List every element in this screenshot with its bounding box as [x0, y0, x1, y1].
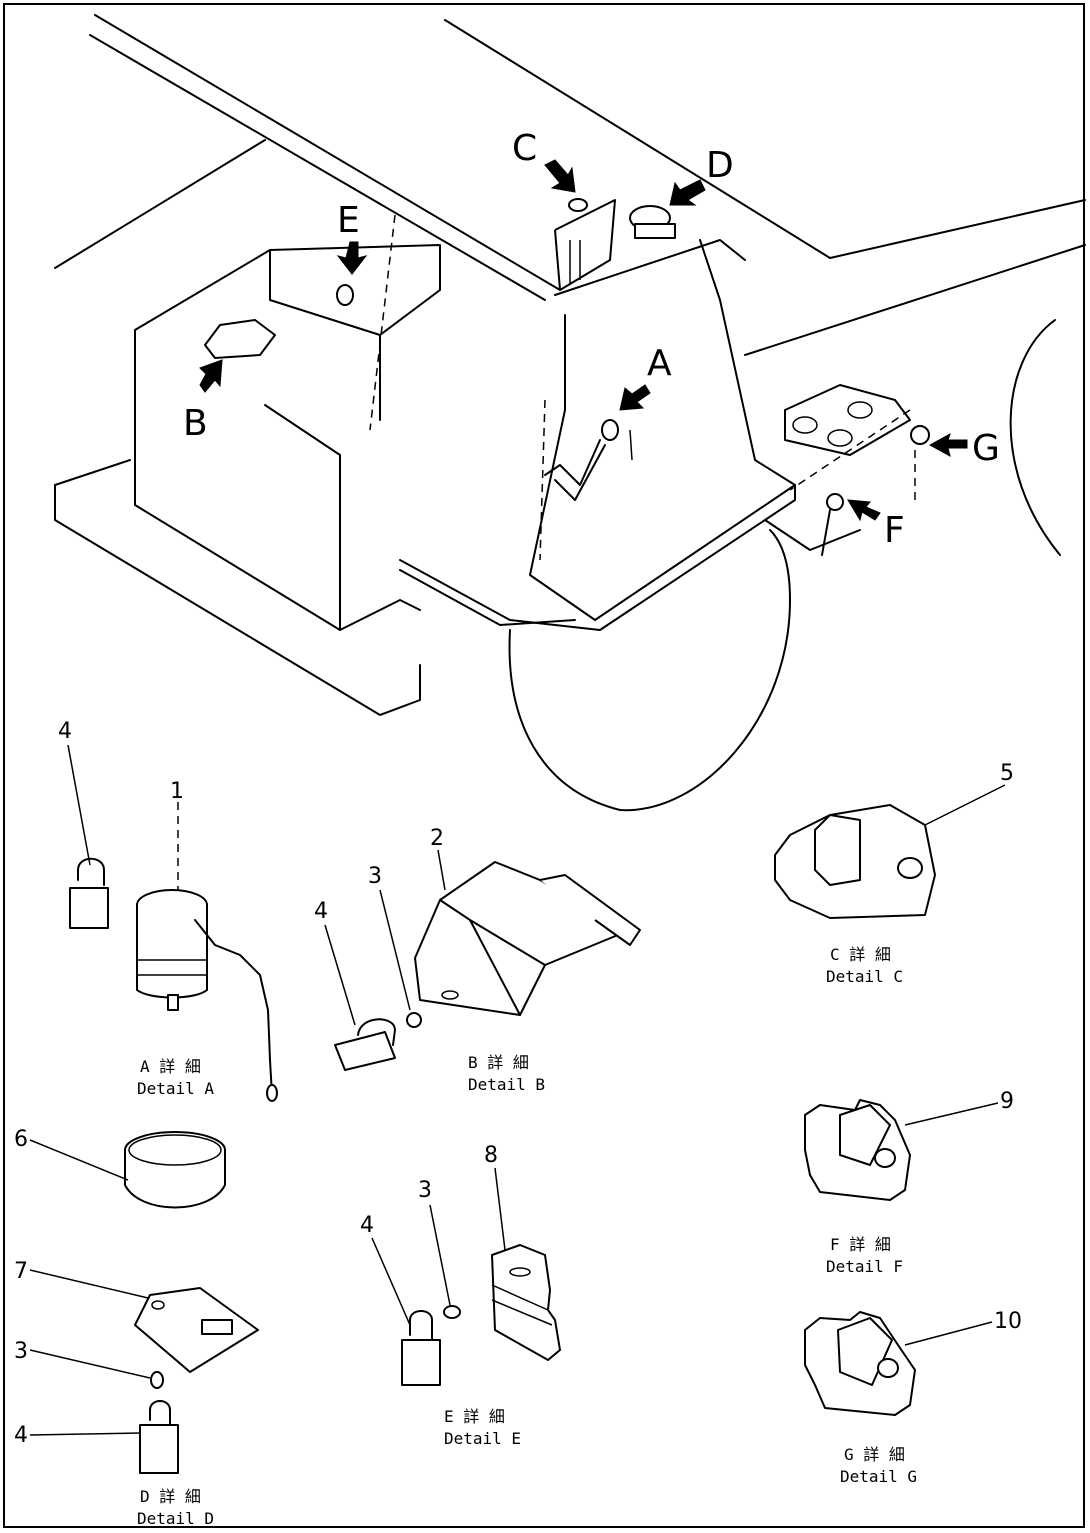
- detail-b-jp: B 詳 細: [468, 1053, 529, 1072]
- detail-f-parts: [804, 1099, 911, 1201]
- view-label-d: D: [706, 145, 734, 186]
- part-number-6: 6: [14, 1127, 28, 1152]
- detail-a-caption: Detail A: [137, 1079, 214, 1098]
- part-number-2: 2: [430, 826, 444, 851]
- part-number-4: 4: [14, 1423, 28, 1448]
- detail-c-jp: C 詳 細: [830, 945, 891, 964]
- detail-b-parts: [334, 861, 641, 1071]
- detail-g-parts: [804, 1311, 916, 1416]
- drawing-frame: [3, 3, 1085, 1528]
- view-label-b: B: [183, 403, 208, 444]
- part-number-1: 1: [170, 779, 184, 804]
- arrow-g: [928, 432, 968, 457]
- detail-c-caption: Detail C: [826, 967, 903, 986]
- view-label-a: A: [647, 343, 672, 384]
- arrow-d: [669, 179, 706, 206]
- arrow-c: [544, 159, 576, 193]
- part-number-8: 8: [484, 1143, 498, 1168]
- detail-g-jp: G 詳 細: [844, 1445, 905, 1464]
- arrow-b: [199, 359, 223, 393]
- detail-b-caption: Detail B: [468, 1075, 545, 1094]
- arrow-f: [847, 499, 881, 522]
- part-number-3: 3: [368, 864, 382, 889]
- part-number-4: 4: [314, 899, 328, 924]
- part-number-5: 5: [1000, 761, 1014, 786]
- part-number-4: 4: [58, 719, 72, 744]
- part-number-10: 10: [994, 1309, 1022, 1334]
- detail-e-jp: E 詳 細: [444, 1407, 505, 1426]
- view-label-f: F: [884, 510, 905, 551]
- detail-e-caption: Detail E: [444, 1429, 521, 1448]
- detail-a-jp: A 詳 細: [140, 1057, 201, 1076]
- view-label-c: C: [512, 128, 537, 169]
- arrow-e: [336, 241, 368, 275]
- part-number-7: 7: [14, 1259, 28, 1284]
- part-number-4: 4: [360, 1213, 374, 1238]
- detail-d-jp: D 詳 細: [140, 1487, 201, 1506]
- part-number-9: 9: [1000, 1089, 1014, 1114]
- detail-d-caption: Detail D: [137, 1509, 214, 1528]
- detail-d-parts: [124, 1131, 259, 1474]
- detail-f-caption: Detail F: [826, 1257, 903, 1276]
- detail-e-parts: [401, 1244, 561, 1386]
- view-label-e: E: [337, 200, 360, 241]
- detail-g-caption: Detail G: [840, 1467, 917, 1486]
- detail-f-jp: F 詳 細: [830, 1235, 891, 1254]
- view-label-g: G: [972, 428, 1000, 469]
- detail-a-parts: [69, 802, 278, 1102]
- part-number-3: 3: [418, 1178, 432, 1203]
- part-number-3: 3: [14, 1339, 28, 1364]
- arrow-a: [619, 384, 651, 411]
- detail-c-parts: [774, 804, 936, 919]
- view-arrows: [199, 159, 968, 522]
- machine-body: [54, 14, 1086, 812]
